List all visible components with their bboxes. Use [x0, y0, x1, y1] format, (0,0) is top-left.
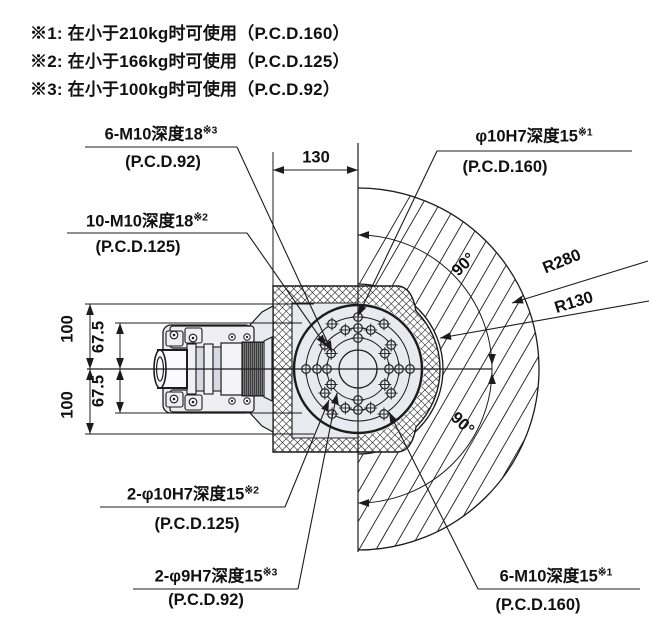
callout-phi10h7-pcd160-sup: ※1 [577, 126, 593, 139]
pcd-125-label-2: (P.C.D.125) [154, 514, 240, 533]
callout-6-m10-pcd160-sup: ※1 [597, 566, 613, 579]
callout-10-m10-pcd125-sup: ※2 [193, 211, 208, 224]
callout-6-m10-pcd160: 6-M10深度15※1 [500, 567, 613, 585]
pcd-92-label: (P.C.D.92) [125, 152, 201, 171]
callout-10-m10-pcd125-pcd: (P.C.D.125) [96, 239, 181, 256]
callout-2-phi10h7-pcd125-pcd: (P.C.D.125) [155, 516, 240, 533]
callout-phi10h7-pcd160-pcd: (P.C.D.160) [463, 159, 548, 176]
callout-phi10h7-pcd160-text: φ10H7深度15 [475, 127, 578, 146]
callout-6-m10-pcd92-sup: ※3 [202, 124, 218, 137]
dim-67-5-top: 67.5 [89, 320, 108, 354]
pcd-160-label-2: (P.C.D.160) [495, 595, 581, 614]
pcd-125-label: (P.C.D.125) [95, 237, 181, 256]
note-3: ※3: 在小于100kg时可使用（P.C.D.92） [30, 80, 341, 99]
pcd-92-label-2: (P.C.D.92) [168, 590, 244, 609]
callout-2-phi10h7-pcd125: 2-φ10H7深度15※2 [127, 485, 259, 503]
callout-6-m10-pcd92-text: 6-M10深度18 [104, 125, 203, 144]
callout-10-m10-pcd125: 10-M10深度18※2 [86, 212, 208, 230]
callout-2-phi10h7-pcd125-sup: ※2 [244, 484, 259, 497]
dim-130: 130 [302, 148, 330, 167]
callout-6-m10-pcd92: 6-M10深度18※3 [105, 125, 218, 143]
callout-6-m10-pcd92-pcd: (P.C.D.92) [125, 154, 201, 171]
pcd-160-label: (P.C.D.160) [462, 157, 548, 176]
callout-6-m10-pcd160-pcd: (P.C.D.160) [496, 597, 581, 614]
callout-2-phi10h7-pcd125-text: 2-φ10H7深度15 [127, 485, 245, 504]
callout-10-m10-pcd125-text: 10-M10深度18 [86, 212, 194, 231]
callout-2-phi9h7-pcd92: 2-φ9H7深度15※3 [155, 567, 278, 585]
callout-2-phi9h7-pcd92-sup: ※3 [262, 566, 278, 579]
usage-notes: ※1: 在小于210kg时可使用（P.C.D.160） ※2: 在小于166kg… [30, 20, 350, 104]
dim-100-bottom: 100 [58, 391, 77, 419]
dim-100-top: 100 [58, 315, 77, 343]
note-1: ※1: 在小于210kg时可使用（P.C.D.160） [30, 24, 350, 43]
callout-2-phi9h7-pcd92-pcd: (P.C.D.92) [168, 592, 244, 609]
callout-2-phi9h7-pcd92-text: 2-φ9H7深度15 [154, 567, 263, 586]
note-2: ※2: 在小于166kg时可使用（P.C.D.125） [30, 52, 350, 71]
callout-6-m10-pcd160-text: 6-M10深度15 [499, 567, 598, 586]
callout-phi10h7-pcd160: φ10H7深度15※1 [475, 127, 592, 145]
dim-67-5-bottom: 67.5 [89, 374, 108, 408]
